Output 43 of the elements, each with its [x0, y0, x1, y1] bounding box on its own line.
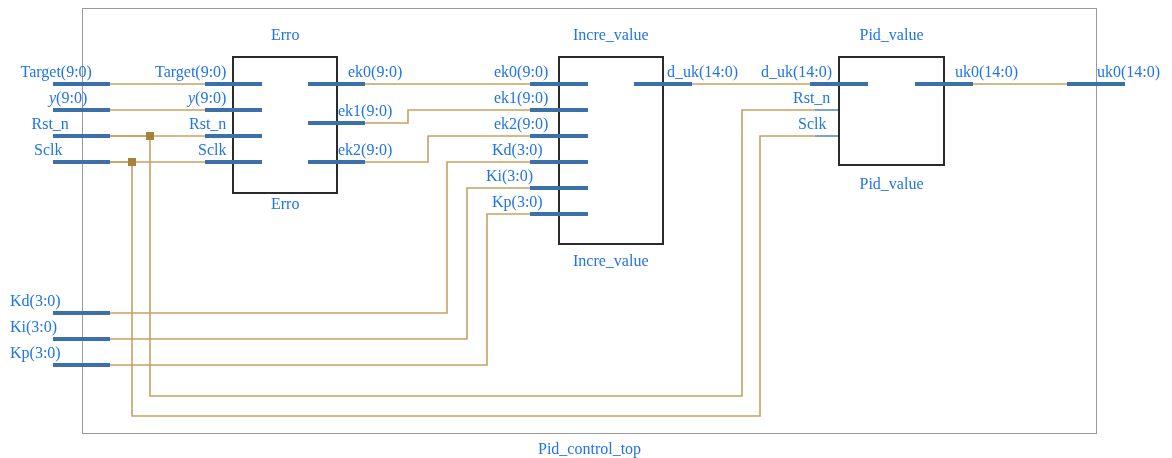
port-name: ek0(9:0)	[348, 63, 403, 81]
wire	[109, 83, 206, 85]
port-name: Sclk	[798, 115, 827, 133]
module-name: Pid_control_top	[538, 440, 642, 458]
port-name: Kd(3:0)	[10, 292, 61, 310]
port-name: Ki(3:0)	[486, 167, 534, 185]
port-name: ek0(9:0)	[494, 63, 549, 81]
wire	[109, 213, 531, 366]
wire	[691, 83, 811, 85]
block-name: Pid_value	[859, 175, 924, 193]
port-name: Kd(3:0)	[492, 141, 543, 159]
wire	[364, 135, 531, 163]
port-name: ek1(9:0)	[494, 89, 549, 107]
port-name: Kp(3:0)	[492, 193, 543, 211]
block-name: Erro	[271, 26, 300, 44]
port-name: d_uk(14:0)	[667, 63, 739, 81]
port-name: ek2(9:0)	[494, 115, 549, 133]
port-name: Rst_n	[793, 89, 831, 107]
port-name: ek1(9:0)	[338, 102, 393, 120]
port-name: Ki(3:0)	[10, 318, 58, 336]
port-name: y(9:0)	[188, 89, 227, 107]
wire	[364, 109, 531, 124]
wire	[364, 83, 531, 85]
wire	[972, 83, 1068, 85]
port-name: Sclk	[198, 141, 227, 159]
port-name: y(9:0)	[49, 89, 88, 107]
port-name: uk0(14:0)	[1097, 63, 1161, 81]
block-name: Pid_value	[859, 26, 924, 44]
port-name: ek2(9:0)	[338, 141, 393, 159]
port-name: Rst_n	[31, 115, 69, 133]
port-name: Sclk	[34, 141, 63, 159]
port-name: Rst_n	[189, 115, 227, 133]
wire	[109, 187, 531, 340]
wire	[109, 109, 206, 111]
port-name: uk0(14:0)	[955, 63, 1019, 81]
port-name: Target(9:0)	[20, 63, 92, 81]
port-name: d_uk(14:0)	[761, 63, 833, 81]
port-name: Target(9:0)	[155, 63, 227, 81]
block-name: Incre_value	[573, 26, 649, 44]
port-name: Kp(3:0)	[10, 344, 61, 362]
block-name: Erro	[271, 195, 300, 213]
block-name: Incre_value	[573, 252, 649, 270]
wire	[109, 161, 531, 314]
